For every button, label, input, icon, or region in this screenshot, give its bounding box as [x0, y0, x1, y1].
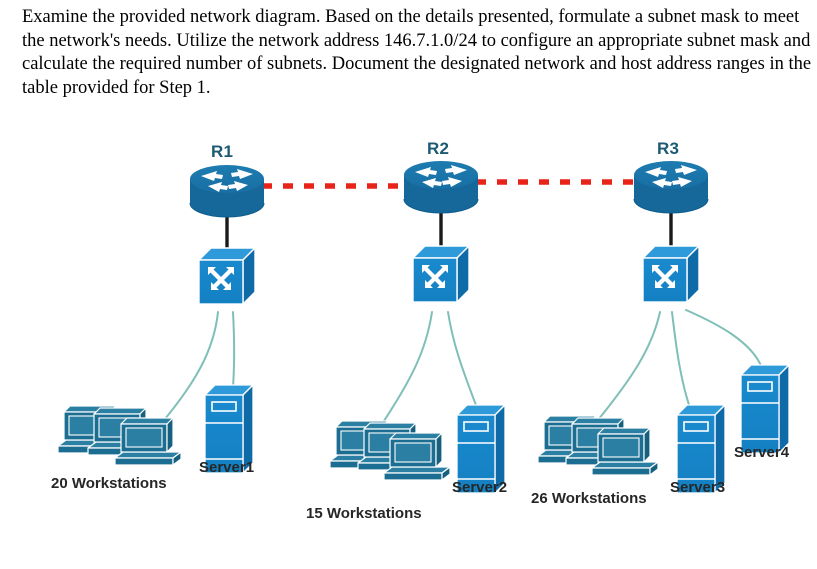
- lan-link-sw3-server3: [671, 311, 691, 409]
- server-label-server3: Server3: [670, 479, 726, 496]
- switch-sw3[interactable]: [642, 245, 700, 303]
- workstation-label-lan3: 26 Workstations: [531, 490, 647, 507]
- router-label-r2: R2: [427, 139, 450, 158]
- lan-link-group: [159, 309, 763, 431]
- workstation-cluster-3[interactable]: [537, 415, 659, 476]
- lan-link-sw2-ws: [377, 311, 433, 431]
- wan-link-group: [262, 179, 638, 189]
- workstation-label-lan1: 20 Workstations: [51, 475, 167, 492]
- router-label-r1: R1: [211, 142, 234, 161]
- lan-link-sw3-server4: [685, 309, 763, 369]
- router-r2[interactable]: [403, 160, 479, 214]
- server-label-server2: Server2: [452, 479, 508, 496]
- switch-sw2[interactable]: [412, 245, 470, 303]
- workstation-cluster-1[interactable]: [57, 405, 182, 466]
- workstation-cluster-2[interactable]: [329, 420, 451, 481]
- router-r3[interactable]: [633, 160, 709, 214]
- network-diagram: R1 R2 R3 Server1 Server2 Server3 Server4…: [0, 120, 817, 569]
- server-label-server4: Server4: [734, 444, 790, 461]
- switch-sw1[interactable]: [198, 247, 256, 305]
- router-r1[interactable]: [189, 164, 265, 218]
- server-label-server1: Server1: [199, 459, 255, 476]
- lan-link-sw3-ws: [597, 311, 661, 421]
- workstation-label-lan2: 15 Workstations: [306, 505, 422, 522]
- network-diagram-canvas: [57, 160, 790, 494]
- router-label-r3: R3: [657, 139, 680, 158]
- server-server4[interactable]: [740, 364, 790, 454]
- lan-link-sw2-server1: [447, 311, 478, 409]
- lan-link-sw1-ws: [159, 311, 219, 426]
- lan-link-sw1-server1: [232, 311, 236, 389]
- question-prompt-text: Examine the provided network diagram. Ba…: [22, 7, 816, 98]
